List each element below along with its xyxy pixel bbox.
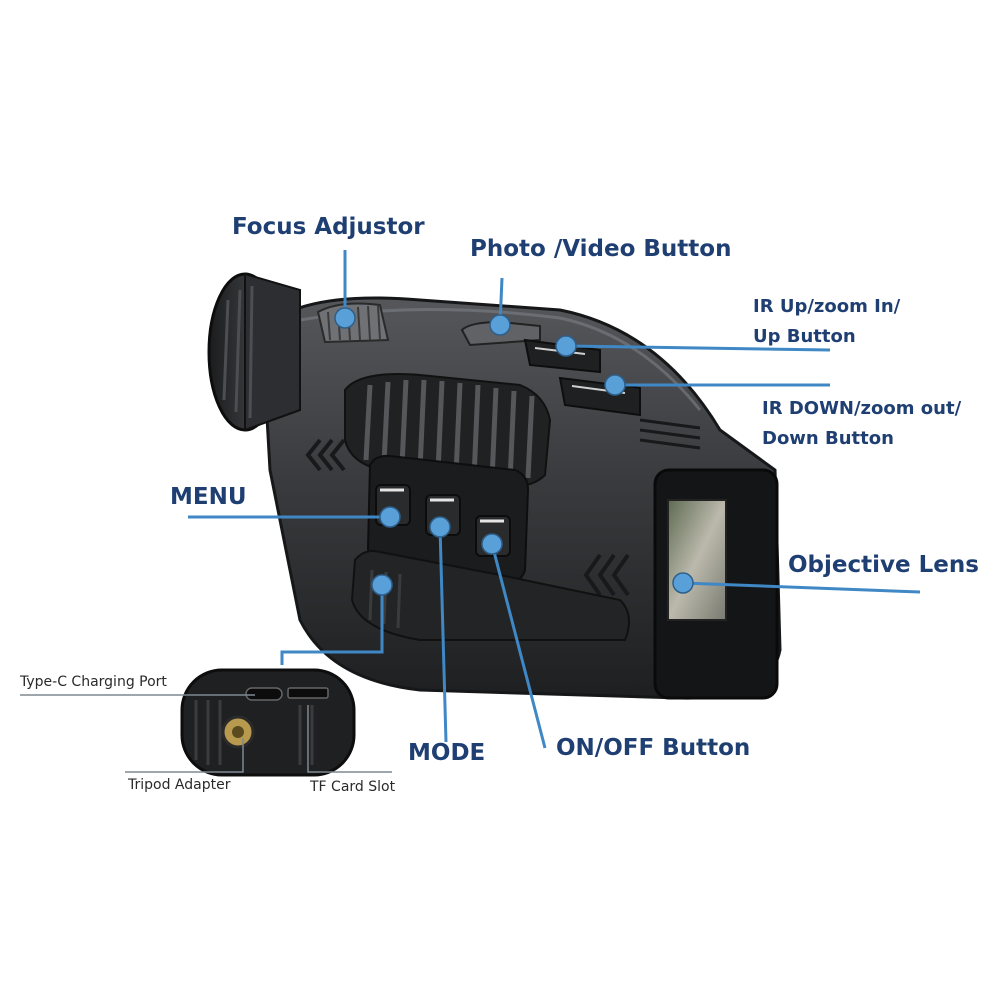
label-mode: MODE bbox=[408, 740, 486, 766]
inset-leaders bbox=[20, 694, 392, 773]
label-objective-lens: Objective Lens bbox=[788, 552, 979, 578]
label-ir-down-line2: Down Button bbox=[762, 428, 894, 449]
label-focus-adjustor: Focus Adjustor bbox=[232, 214, 425, 240]
leader-lines bbox=[188, 250, 921, 749]
ports-inset bbox=[180, 668, 356, 777]
leader-onoff bbox=[490, 543, 547, 749]
label-ir-down: IR DOWN/zoom out/ Down Button bbox=[762, 394, 961, 454]
leader-mode bbox=[438, 526, 448, 743]
leader-port-connector bbox=[280, 585, 384, 665]
label-ir-up-line1: IR Up/zoom In/ bbox=[753, 296, 901, 317]
label-ir-up-line2: Up Button bbox=[753, 326, 856, 347]
eyepiece bbox=[207, 272, 301, 432]
label-on-off-button: ON/OFF Button bbox=[556, 735, 751, 761]
label-menu: MENU bbox=[170, 484, 247, 510]
label-ir-down-line1: IR DOWN/zoom out/ bbox=[762, 398, 962, 419]
monocular-body bbox=[260, 296, 782, 700]
leader-ir-up bbox=[565, 344, 831, 352]
label-type-c-port: Type-C Charging Port bbox=[20, 674, 167, 690]
label-tripod-adapter: Tripod Adapter bbox=[128, 777, 231, 793]
label-tf-card-slot: TF Card Slot bbox=[310, 779, 396, 795]
callout-dots bbox=[334, 307, 694, 596]
label-photo-video-button: Photo /Video Button bbox=[470, 236, 732, 262]
label-ir-up: IR Up/zoom In/ Up Button bbox=[753, 292, 900, 352]
leader-objective bbox=[682, 581, 921, 594]
